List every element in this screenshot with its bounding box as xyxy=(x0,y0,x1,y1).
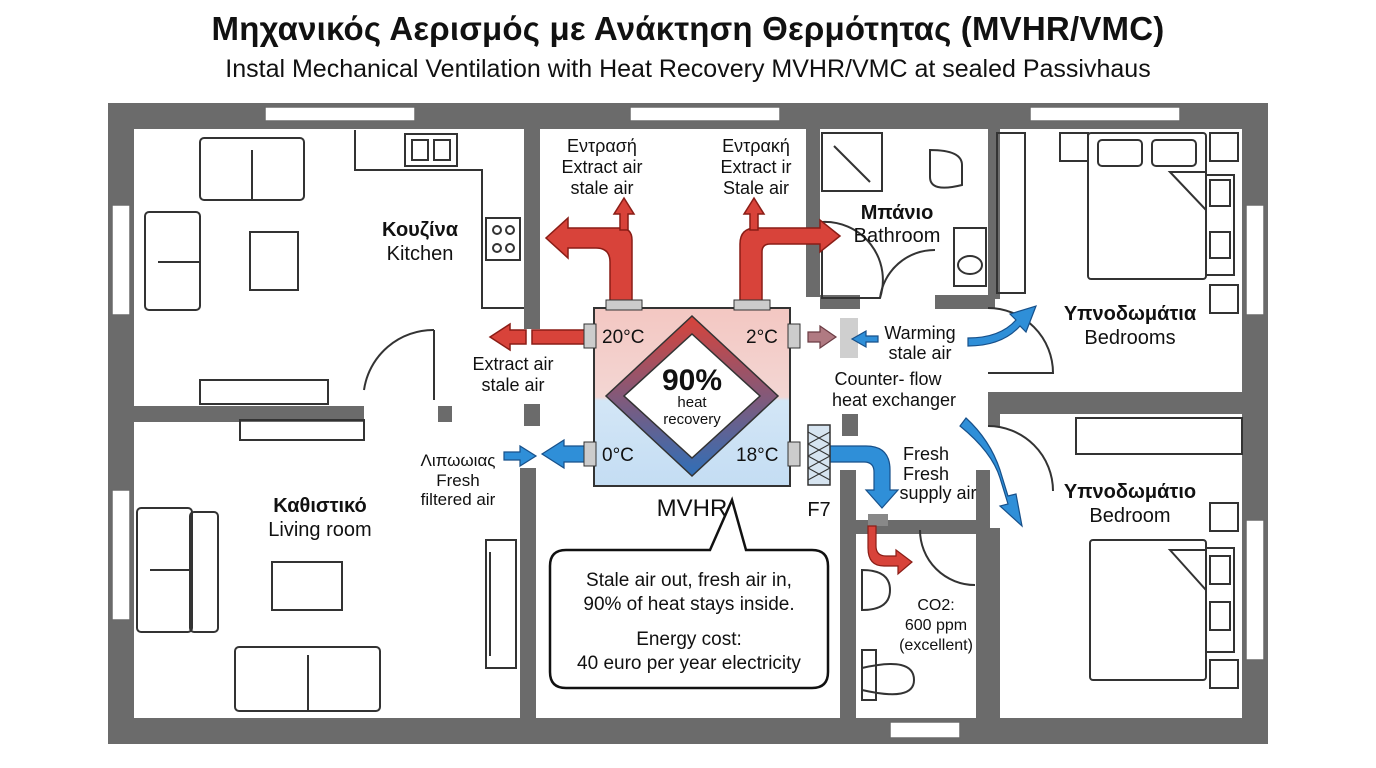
callout-text: Stale air out, fresh air in, 90% of heat… xyxy=(577,570,801,674)
callout-line-1: Stale air out, fresh air in, xyxy=(586,570,792,591)
callout-box xyxy=(548,496,830,690)
bathroom-label-en: Bathroom xyxy=(854,225,941,247)
living-label-en: Living room xyxy=(268,519,371,541)
diagram-subtitle: Instal Mechanical Ventilation with Heat … xyxy=(225,55,1151,83)
temp-top-right: 2°C xyxy=(746,327,778,348)
fresh-supply-2: Fresh xyxy=(903,464,949,484)
bedrooms-label-gr: Υπνοδωμάτια xyxy=(1064,303,1197,325)
supply-arrow-right xyxy=(829,417,1023,528)
extract-tl-2: Extract air xyxy=(561,157,642,177)
extract-arrow-kitchen xyxy=(544,196,636,303)
extract-tl-1: Εντρασή xyxy=(567,136,637,156)
walls xyxy=(108,103,1268,744)
efficiency-value: 90% xyxy=(662,364,722,397)
extract-tr-1: Εντρακή xyxy=(722,136,790,156)
warming-stale-arrow xyxy=(807,324,838,350)
living-label-gr: Καθιστικό xyxy=(273,495,367,517)
warming-2: stale air xyxy=(888,343,951,363)
temp-top-left: 20°C xyxy=(602,327,644,348)
temp-bottom-right: 18°C xyxy=(736,445,778,466)
extract-left-1: Extract air xyxy=(472,354,553,374)
co2-2: 600 ppm xyxy=(905,617,967,634)
exchanger-labels: 20°C 2°C 0°C 18°C 90% heat recovery xyxy=(602,327,778,466)
warming-1: Warming xyxy=(884,323,955,343)
flow-labels: Εντρασή Extract air stale air Εντρακή Ex… xyxy=(421,136,977,654)
warming-arrow-blue xyxy=(850,305,1038,349)
mvhr-label: MVHR xyxy=(657,495,728,522)
bedroom-label-en: Bedroom xyxy=(1089,505,1170,527)
bathroom-label-gr: Μπάνιο xyxy=(861,202,934,224)
mvhr-unit xyxy=(583,299,801,487)
fresh-arrow-left xyxy=(503,438,595,470)
extract-tl-3: stale air xyxy=(570,178,633,198)
kitchen-label-en: Kitchen xyxy=(387,243,454,265)
temp-bottom-left: 0°C xyxy=(602,445,634,466)
bedrooms-label-en: Bedrooms xyxy=(1084,327,1175,349)
callout-line-4: 40 euro per year electricity xyxy=(577,653,801,674)
extract-arrow-left xyxy=(488,322,595,352)
diagram-title: Μηχανικός Αερισμός με Ανάκτηση Θερμότητα… xyxy=(211,10,1165,47)
callout-line-3: Energy cost: xyxy=(636,629,742,650)
bedroom-label-gr: Υπνοδωμάτιο xyxy=(1064,481,1196,503)
efficiency-sub-1: heat xyxy=(677,394,707,411)
furniture xyxy=(136,130,1243,712)
counterflow-1: Counter- flow xyxy=(834,369,942,389)
callout-line-2: 90% of heat stays inside. xyxy=(583,594,794,615)
fresh-left-3: filtered air xyxy=(421,490,496,509)
co2-3: (excellent) xyxy=(899,637,973,654)
counterflow-2: heat exchanger xyxy=(832,390,956,410)
kitchen-label-gr: Κουζίνα xyxy=(382,219,459,241)
extract-arrow-wc xyxy=(867,514,913,576)
efficiency-sub-2: recovery xyxy=(663,411,721,428)
fresh-left-1: Λιπωωιας xyxy=(421,451,496,470)
windows xyxy=(111,106,1265,739)
fresh-left-2: Fresh xyxy=(436,471,479,490)
extract-arrow-bathroom xyxy=(739,196,842,303)
fresh-supply-1: Fresh xyxy=(903,444,949,464)
room-labels: Κουζίνα Kitchen Καθιστικό Living room Μπ… xyxy=(268,202,1197,541)
duct-block xyxy=(840,318,858,358)
extract-left-2: stale air xyxy=(481,375,544,395)
extract-tr-3: Stale air xyxy=(723,178,789,198)
co2-1: CO2: xyxy=(917,597,954,614)
filter-f7 xyxy=(807,424,831,486)
fresh-supply-3: supply air xyxy=(899,483,976,503)
filter-label: F7 xyxy=(807,499,830,521)
extract-tr-2: Extract ir xyxy=(720,157,791,177)
